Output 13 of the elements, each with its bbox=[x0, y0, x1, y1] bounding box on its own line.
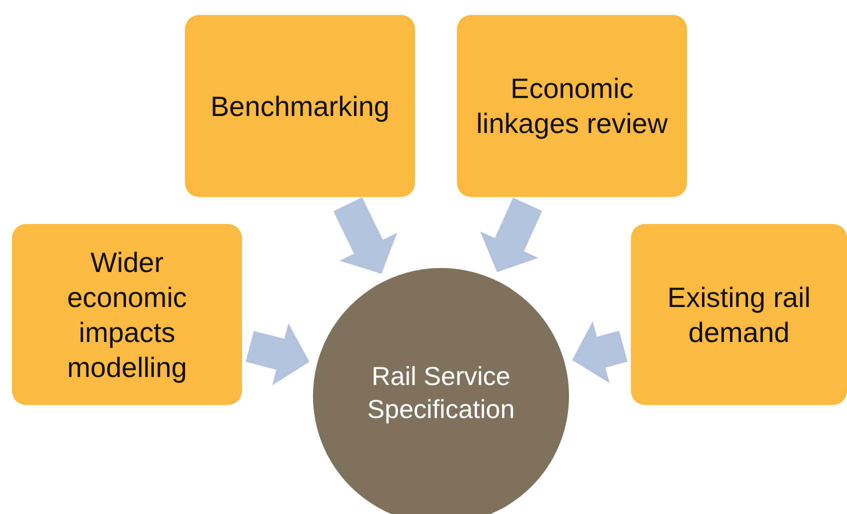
node-label: Economic linkages review bbox=[475, 72, 669, 141]
process-box bbox=[631, 224, 847, 405]
process-box bbox=[185, 15, 415, 197]
node-label: Rail Service Specification bbox=[366, 360, 516, 425]
block-arrow bbox=[572, 321, 628, 384]
node-label: Wider economic impacts modelling bbox=[66, 246, 188, 384]
block-arrow bbox=[480, 198, 542, 272]
node-label: Existing rail demand bbox=[666, 280, 812, 350]
process-box bbox=[457, 15, 687, 197]
node-label: Benchmarking bbox=[210, 90, 390, 124]
block-arrow bbox=[333, 197, 398, 274]
block-arrow bbox=[246, 323, 310, 386]
process-box bbox=[12, 224, 242, 405]
